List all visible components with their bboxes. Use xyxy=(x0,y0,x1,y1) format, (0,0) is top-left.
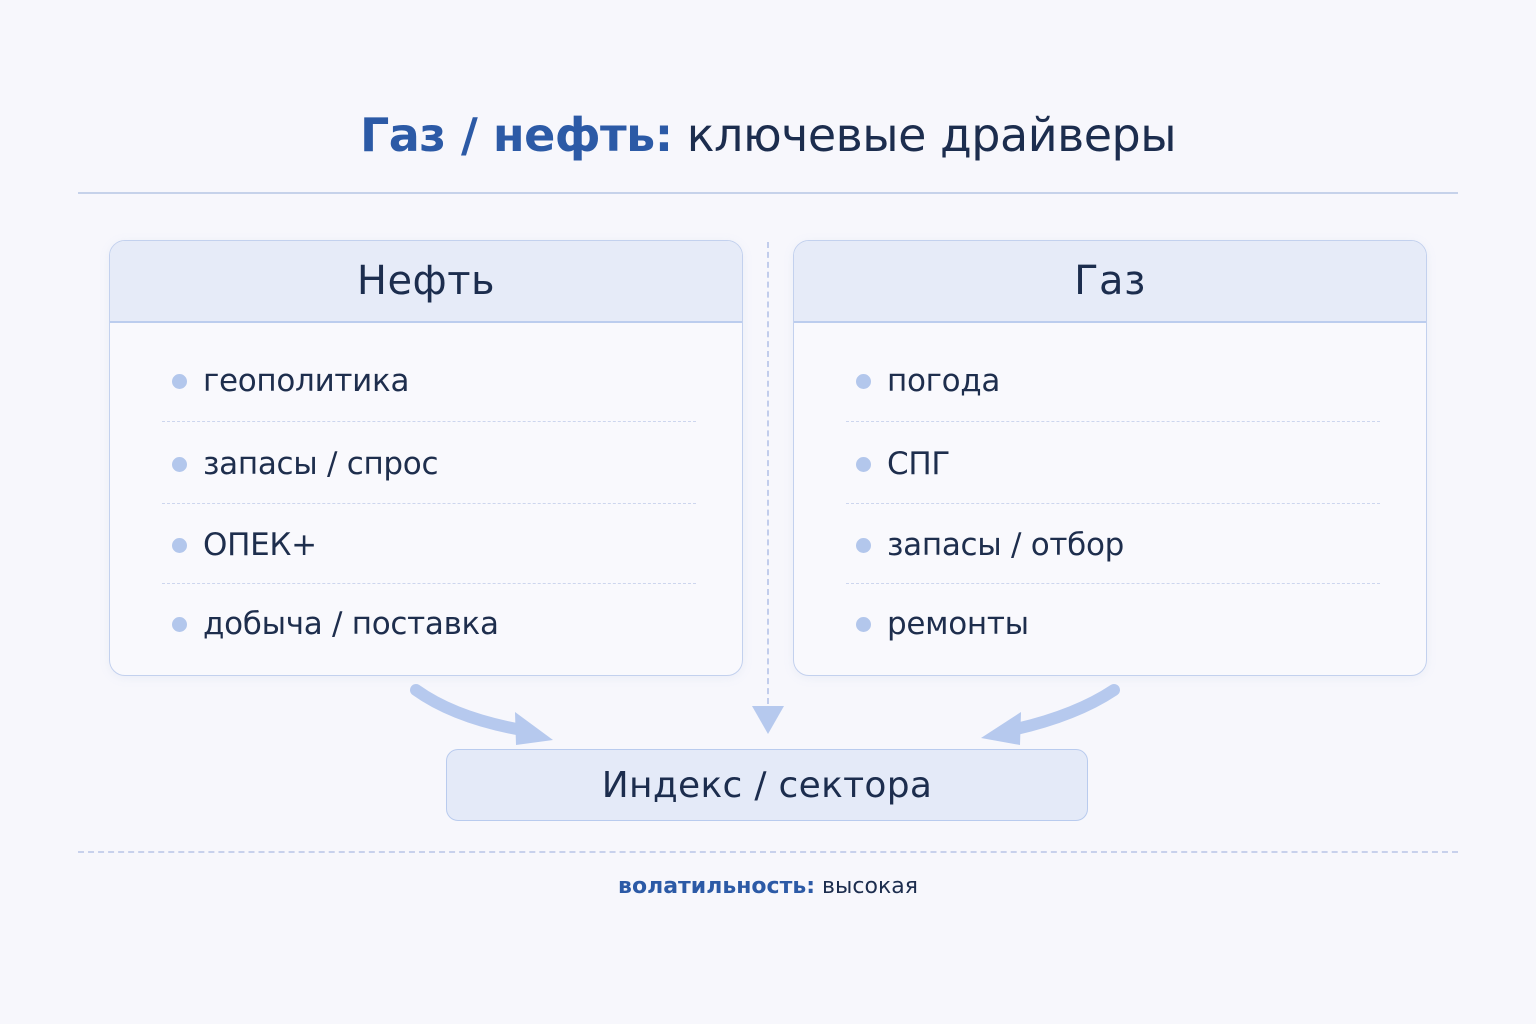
footer-note: волатильность: высокая xyxy=(0,874,1536,899)
dashed-separator xyxy=(846,421,1380,422)
curved-arrow-icon xyxy=(981,684,1120,745)
dot-icon xyxy=(856,456,871,472)
list-item: запасы / спрос xyxy=(172,444,439,484)
list-item-label: добыча / поставка xyxy=(203,606,499,642)
page-title: Газ / нефть: ключевые драйверы xyxy=(0,108,1536,162)
center-dashed-connector xyxy=(767,242,769,704)
list-item: погода xyxy=(856,361,1000,401)
list-item-label: ремонты xyxy=(887,606,1029,642)
dot-icon xyxy=(856,616,871,632)
list-item-label: погода xyxy=(887,363,1001,399)
title-accent: Газ / нефть: xyxy=(359,108,673,162)
card-gas-heading: Газ xyxy=(794,241,1426,323)
footer-accent: волатильность: xyxy=(618,874,816,899)
list-item-label: СПГ xyxy=(887,446,950,482)
dot-icon xyxy=(172,373,187,389)
list-item: запасы / отбор xyxy=(856,525,1124,565)
list-item-label: геополитика xyxy=(203,363,410,399)
dashed-separator xyxy=(846,583,1380,584)
dashed-separator xyxy=(162,503,696,504)
footer-rest: высокая xyxy=(815,874,918,899)
dashed-separator xyxy=(162,583,696,584)
curved-arrow-icon xyxy=(410,684,553,745)
dashed-separator xyxy=(846,503,1380,504)
top-divider xyxy=(78,192,1458,194)
list-item: ОПЕК+ xyxy=(172,525,317,565)
list-item: геополитика xyxy=(172,361,409,401)
dot-icon xyxy=(172,616,187,632)
dot-icon xyxy=(856,373,871,389)
down-arrow-icon xyxy=(752,706,784,734)
list-item: добыча / поставка xyxy=(172,604,499,644)
dashed-separator xyxy=(162,421,696,422)
dot-icon xyxy=(172,537,187,553)
target-index-box: Индекс / сектора xyxy=(446,749,1088,821)
card-oil-heading: Нефть xyxy=(110,241,742,323)
title-rest: ключевые драйверы xyxy=(672,108,1177,162)
list-item: ремонты xyxy=(856,604,1029,644)
list-item-label: запасы / спрос xyxy=(203,446,439,482)
bottom-dashed-divider xyxy=(78,851,1458,853)
target-label: Индекс / сектора xyxy=(601,764,933,806)
list-item-label: ОПЕК+ xyxy=(203,527,317,563)
list-item-label: запасы / отбор xyxy=(887,527,1125,563)
card-gas: Газ погода СПГ запасы / отбор ремонты xyxy=(793,240,1427,676)
dot-icon xyxy=(856,537,871,553)
card-oil: Нефть геополитика запасы / спрос ОПЕК+ д… xyxy=(109,240,743,676)
dot-icon xyxy=(172,456,187,472)
list-item: СПГ xyxy=(856,444,950,484)
